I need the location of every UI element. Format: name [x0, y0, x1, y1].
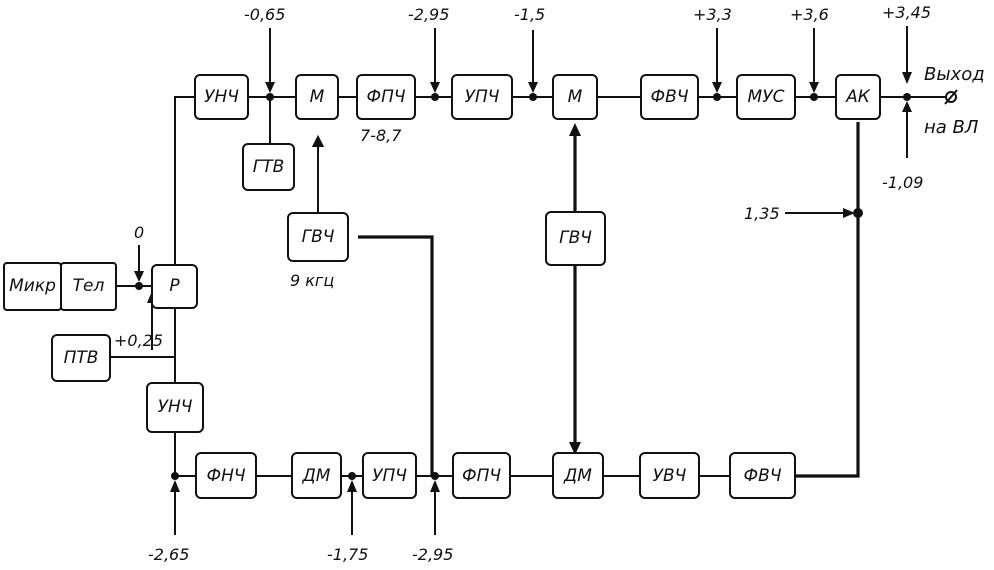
block-gvch-1: ГВЧ [287, 212, 349, 262]
svg-text:ГТВ: ГТВ [253, 157, 285, 177]
level-ptv-r: +0,25 [114, 331, 163, 350]
svg-text:Микр: Микр [9, 276, 56, 296]
level-top-unch-m: -0,65 [244, 5, 285, 24]
block-fvch-top: ФВЧ [640, 74, 699, 120]
svg-text:УПЧ: УПЧ [372, 466, 407, 486]
output-label-line2: на ВЛ [924, 117, 979, 138]
svg-text:УНЧ: УНЧ [158, 397, 193, 417]
svg-text:М: М [568, 87, 583, 107]
level-top-upch-m: -1,5 [514, 5, 545, 24]
block-unch-top: УНЧ [194, 74, 249, 120]
block-mikr: Микр [3, 262, 62, 311]
block-m-1: М [295, 74, 339, 120]
svg-text:МУС: МУС [748, 87, 785, 107]
level-bottom-unch-fnch: -2,65 [148, 545, 189, 564]
junction-fvch-mus [713, 93, 721, 101]
block-fnch: ФНЧ [195, 452, 257, 499]
level-top-fpch-upch: -2,95 [408, 5, 449, 24]
svg-text:Р: Р [169, 276, 180, 296]
svg-text:Тел: Тел [73, 276, 105, 296]
arrowhead-tel-r [134, 271, 144, 282]
block-dm-1: ДМ [291, 452, 342, 499]
junction-dots [135, 93, 911, 480]
block-ptv: ПТВ [51, 334, 111, 382]
block-gvch-2: ГВЧ [545, 211, 606, 266]
svg-text:М: М [310, 87, 325, 107]
arrowhead-bottom-unch-fnch [170, 480, 180, 492]
junction-upch-fpch [431, 472, 439, 480]
arrowhead-top-upch-m [528, 82, 538, 93]
gvch-frequency-label: 9 кгц [290, 271, 334, 290]
svg-text:ФПЧ: ФПЧ [462, 466, 501, 486]
block-upch-bottom: УПЧ [362, 452, 417, 499]
wire-unch-to-fnch [174, 432, 196, 477]
svg-text:ФВЧ: ФВЧ [651, 87, 689, 107]
svg-text:АК: АК [845, 87, 871, 107]
fpch-band-label: 7-8,7 [360, 126, 402, 145]
svg-text:ПТВ: ПТВ [64, 348, 99, 368]
svg-text:ФПЧ: ФПЧ [366, 87, 405, 107]
junction-tel-r [135, 282, 143, 290]
svg-text:ДМ: ДМ [563, 466, 592, 486]
level-top-mus-ak: +3,6 [790, 5, 829, 24]
level-tel-r: 0 [134, 223, 144, 242]
wire-r-to-unch-top [174, 96, 195, 265]
block-mus: МУС [736, 74, 796, 120]
arrowhead-top-mus-ak [809, 82, 819, 93]
arrowhead-bottom-upch-fpch [430, 480, 440, 492]
arrowhead-output-return [902, 101, 912, 112]
block-unch-bottom: УНЧ [146, 382, 204, 433]
svg-text:УВЧ: УВЧ [653, 466, 687, 486]
output-label-line1: Выход [924, 64, 985, 85]
output-terminal-slash [944, 89, 958, 105]
svg-text:УНЧ: УНЧ [204, 87, 239, 107]
block-tel: Тел [60, 262, 117, 311]
level-top-output: +3,45 [882, 3, 931, 22]
arrowhead-top-unch-m [265, 82, 275, 93]
junction-upch-m [529, 93, 537, 101]
svg-text:ФНЧ: ФНЧ [206, 466, 245, 486]
level-bottom-upch-fpch: -2,95 [412, 545, 453, 564]
block-upch-top: УПЧ [451, 74, 513, 120]
arrowhead-top-fpch-upch [430, 82, 440, 93]
level-ak-side: 1,35 [744, 204, 780, 223]
block-uvch: УВЧ [639, 452, 700, 499]
arrow-heads [134, 72, 912, 492]
svg-text:ГВЧ: ГВЧ [302, 227, 335, 247]
block-r: Р [151, 264, 198, 309]
wire-fvch-to-ak [795, 122, 860, 478]
block-fvch-bottom: ФВЧ [729, 452, 796, 499]
level-bottom-dm-upch: -1,75 [327, 545, 368, 564]
level-top-fvch-mus: +3,3 [693, 5, 732, 24]
arrowhead-top-output [902, 72, 912, 84]
svg-text:ФВЧ: ФВЧ [744, 466, 782, 486]
level-output-return: -1,09 [882, 173, 923, 192]
block-gtv: ГТВ [242, 143, 295, 191]
junction-mus-ak [810, 93, 818, 101]
arrowhead-gvch2-up [569, 123, 581, 136]
junction-dm-upch [348, 472, 356, 480]
wire-gvch1-to-bottom [358, 235, 434, 476]
junction-fpch-upch [431, 93, 439, 101]
junction-unch-m [266, 93, 274, 101]
arrowhead-gvch2-down [569, 442, 581, 455]
svg-text:УПЧ: УПЧ [465, 87, 500, 107]
arrowhead-top-fvch-mus [712, 82, 722, 93]
block-dm-2: ДМ [552, 452, 604, 499]
svg-text:ГВЧ: ГВЧ [559, 228, 592, 248]
arrowhead-bottom-dm-upch [347, 480, 357, 492]
block-ak: АК [835, 74, 881, 120]
block-fpch-top: ФПЧ [356, 74, 416, 120]
junction-unch-fnch [171, 472, 179, 480]
junction-ak-side [853, 208, 863, 218]
svg-text:ДМ: ДМ [302, 466, 331, 486]
block-m-2: М [552, 74, 598, 120]
junction-output [903, 93, 911, 101]
block-fpch-bottom: ФПЧ [452, 452, 511, 499]
arrowhead-ak-side [843, 208, 855, 218]
